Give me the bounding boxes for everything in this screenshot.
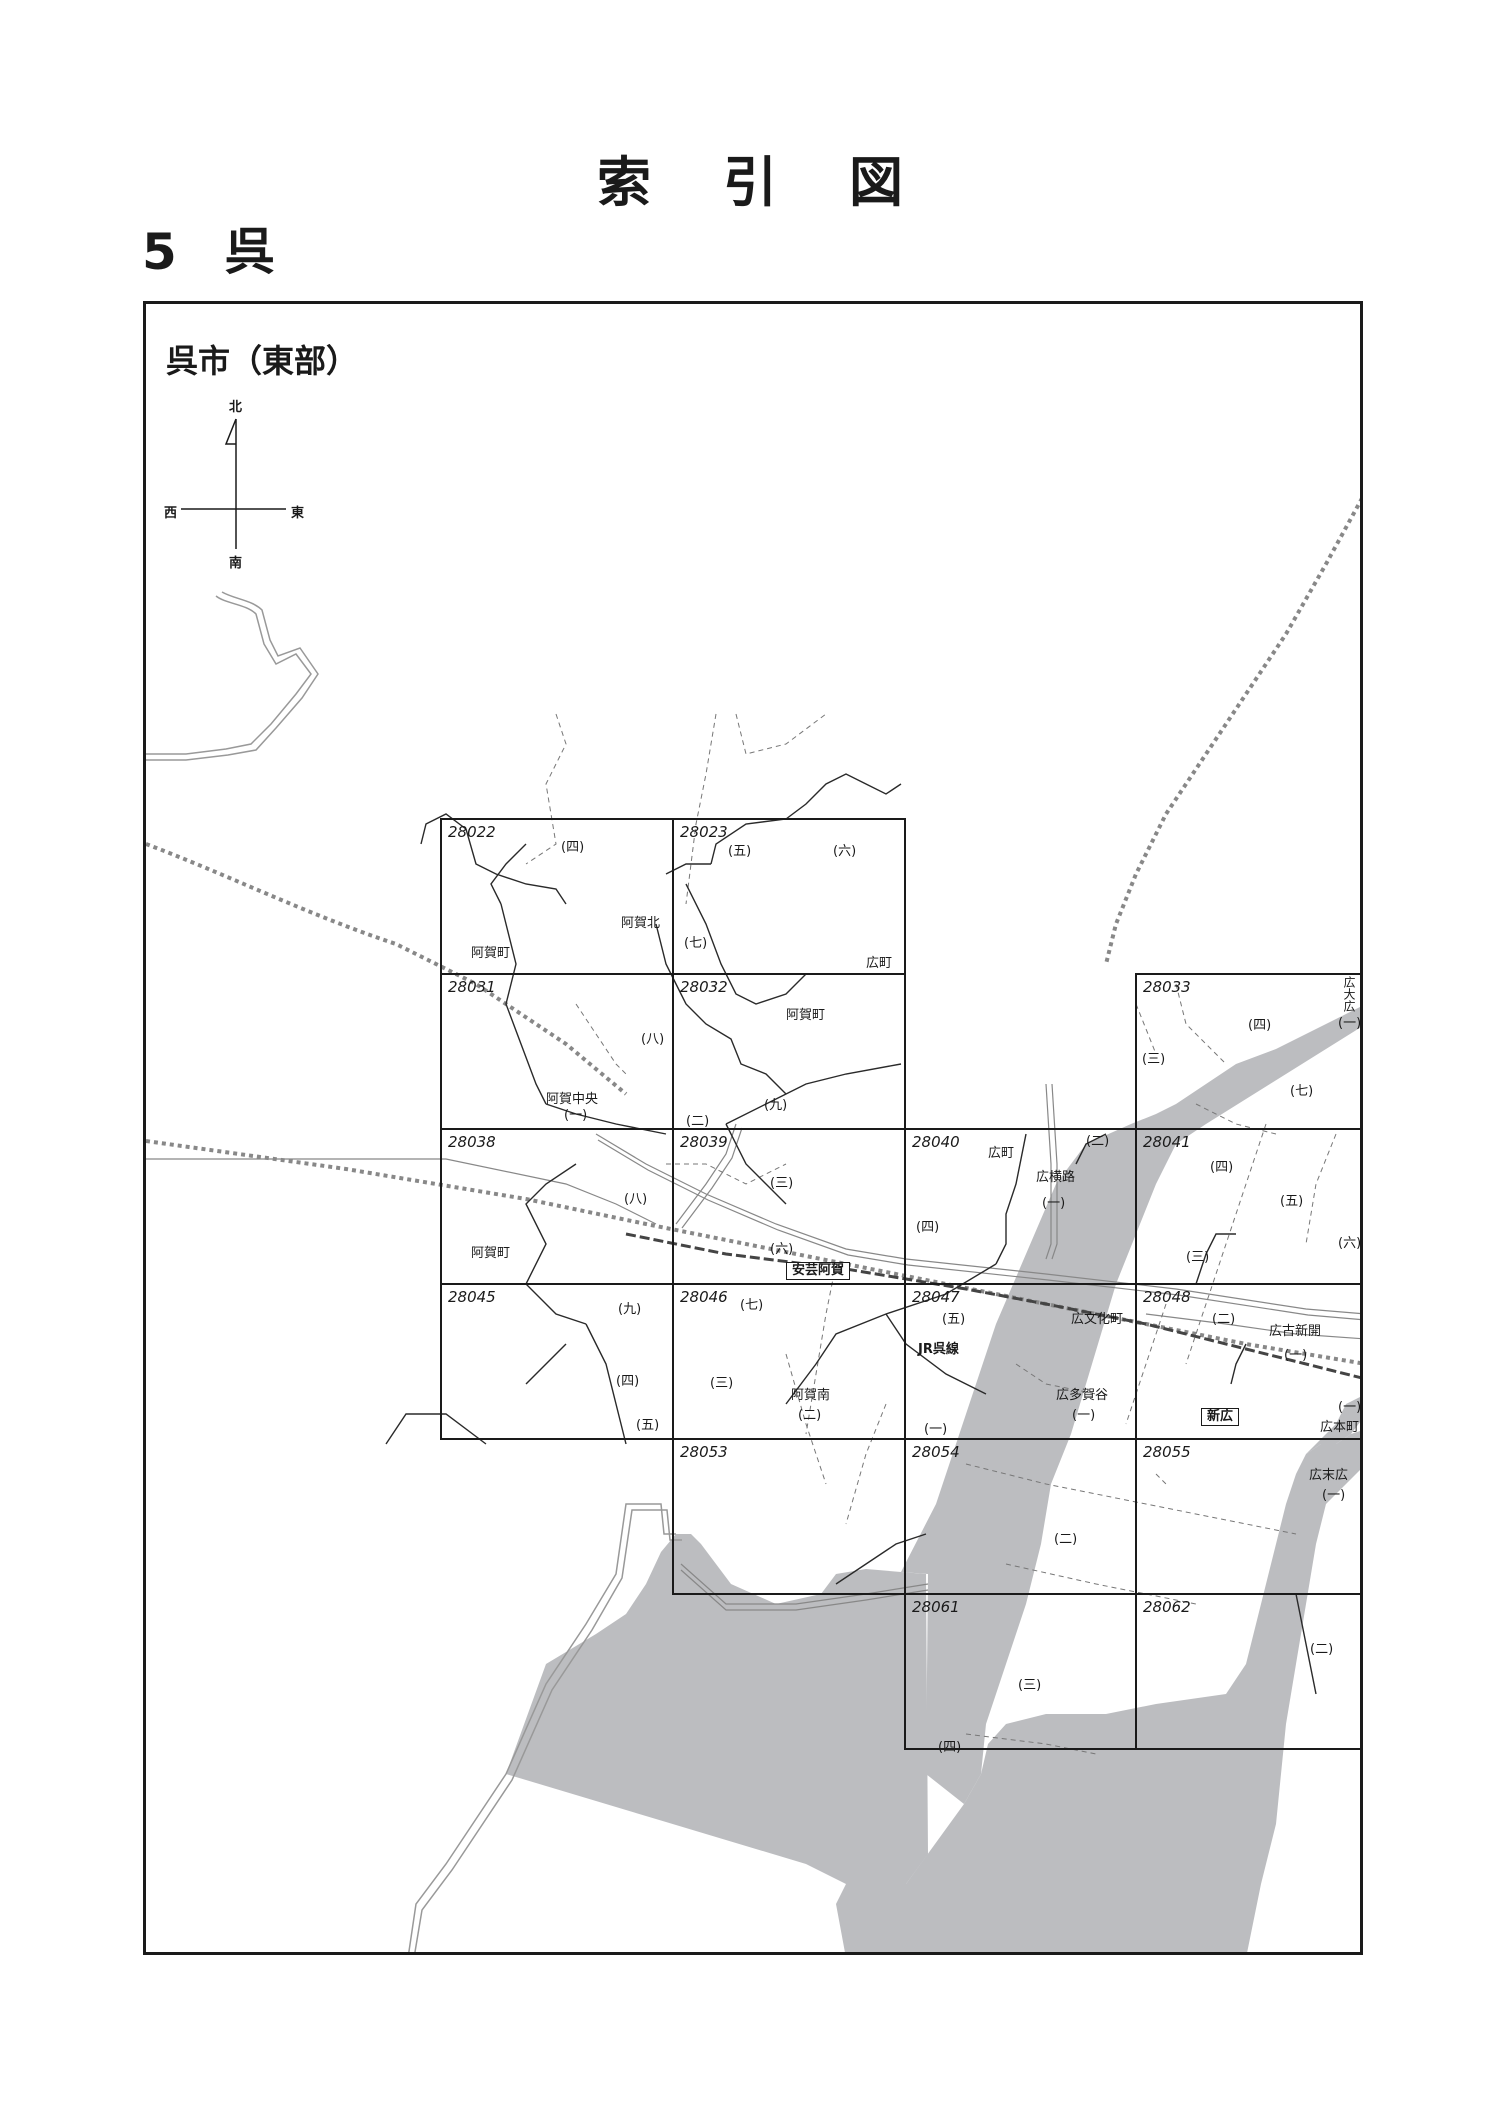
roads — [146, 1083, 1360, 1611]
place-label: 広多賀谷 — [1056, 1388, 1109, 1403]
place-label: 広大広 — [1342, 976, 1356, 1012]
block-number: (五) — [1280, 1194, 1304, 1209]
place-label: (二) — [798, 1408, 822, 1423]
town-boundaries — [525, 713, 1337, 1755]
index-grid — [440, 818, 1360, 1750]
compass-rose — [181, 418, 286, 549]
place-label: (一) — [1072, 1408, 1096, 1423]
compass-south: 南 — [229, 556, 243, 571]
place-label: 広横路 — [1036, 1170, 1076, 1185]
coastline — [146, 591, 682, 1952]
index-map: 呉市（東部） 北 南 東 西 28022 28023 28031 28032 2… — [143, 301, 1363, 1955]
place-label: 広末広 — [1309, 1468, 1349, 1483]
cell-code[interactable]: 28045 — [448, 1288, 496, 1306]
block-number: (六) — [833, 844, 857, 859]
place-label: (一) — [1338, 1016, 1362, 1031]
block-number: (九) — [764, 1098, 788, 1113]
block-number: (八) — [641, 1032, 665, 1047]
block-number: (七) — [1290, 1084, 1314, 1099]
place-label: (一) — [1042, 1196, 1066, 1211]
place-label: 広町 — [988, 1146, 1015, 1161]
place-label: 広本町 — [1320, 1420, 1360, 1435]
block-number: (三) — [1186, 1250, 1210, 1265]
block-number: (四) — [916, 1220, 940, 1235]
compass-west: 西 — [164, 506, 178, 521]
cell-code[interactable]: 28047 — [912, 1288, 960, 1306]
compass-east: 東 — [291, 506, 305, 521]
block-number: (四) — [561, 840, 585, 855]
cell-code[interactable]: 28032 — [680, 978, 728, 996]
place-label: 広文化町 — [1071, 1312, 1124, 1327]
cell-code[interactable]: 28041 — [1143, 1133, 1191, 1151]
place-label: (一) — [564, 1108, 588, 1123]
block-number: (四) — [1210, 1160, 1234, 1175]
place-label: 阿賀北 — [621, 916, 661, 931]
block-number: (三) — [710, 1376, 734, 1391]
rail-line-label: JR呉線 — [918, 1342, 959, 1357]
block-number: (四) — [616, 1374, 640, 1389]
block-number: (三) — [1142, 1052, 1166, 1067]
area-title: 呉市（東部） — [166, 342, 359, 380]
cell-code[interactable]: 28062 — [1143, 1598, 1191, 1616]
block-number: (二) — [1212, 1312, 1236, 1327]
block-number: (四) — [938, 1740, 962, 1755]
block-number: (二) — [686, 1114, 710, 1129]
cell-code[interactable]: 28053 — [680, 1443, 728, 1461]
block-number: (六) — [1338, 1236, 1362, 1251]
block-number: (三) — [1018, 1678, 1042, 1693]
district-boundaries — [385, 773, 1317, 1695]
block-number: (七) — [684, 936, 708, 951]
block-number: (五) — [942, 1312, 966, 1327]
block-number: (六) — [770, 1242, 794, 1257]
page-title: 索引図 — [597, 151, 975, 214]
section-number: 5 — [142, 223, 177, 281]
place-label: 阿賀南 — [791, 1388, 831, 1403]
cell-code[interactable]: 28040 — [912, 1133, 960, 1151]
cell-code[interactable]: 28023 — [680, 823, 728, 841]
map-base — [146, 418, 1360, 1952]
cell-code[interactable]: 28061 — [912, 1598, 960, 1616]
block-number: (二) — [1054, 1532, 1078, 1547]
place-label: 阿賀町 — [471, 1246, 511, 1261]
place-label: 広古新開 — [1269, 1324, 1322, 1339]
sea-area — [506, 1007, 1360, 1952]
place-label: 阿賀町 — [786, 1008, 826, 1023]
block-number: (一) — [1338, 1400, 1362, 1415]
place-label: 阿賀町 — [471, 946, 511, 961]
place-label: (一) — [1322, 1488, 1346, 1503]
station-label: 安芸阿賀 — [786, 1262, 851, 1280]
cell-code[interactable]: 28031 — [448, 978, 496, 996]
cell-code[interactable]: 28033 — [1143, 978, 1191, 996]
block-number: (五) — [728, 844, 752, 859]
cell-code[interactable]: 28039 — [680, 1133, 728, 1151]
block-number: (一) — [924, 1422, 948, 1437]
cell-code[interactable]: 28038 — [448, 1133, 496, 1151]
block-number: (二) — [1086, 1134, 1110, 1149]
section-name: 呉 — [224, 223, 275, 281]
cell-code[interactable]: 28055 — [1143, 1443, 1191, 1461]
jr-line — [625, 1232, 1360, 1380]
place-label: (一) — [1284, 1348, 1308, 1363]
cell-code[interactable]: 28054 — [912, 1443, 960, 1461]
block-number: (四) — [1248, 1018, 1272, 1033]
cell-code[interactable]: 28046 — [680, 1288, 728, 1306]
compass-north: 北 — [229, 400, 243, 415]
station-label: 新広 — [1201, 1408, 1240, 1426]
block-number: (二) — [1310, 1642, 1334, 1657]
block-number: (七) — [740, 1298, 764, 1313]
block-number: (八) — [624, 1192, 648, 1207]
cell-code[interactable]: 28022 — [448, 823, 496, 841]
block-number: (九) — [618, 1302, 642, 1317]
place-label: 阿賀中央 — [546, 1092, 599, 1107]
railways — [146, 497, 1360, 1366]
block-number: (三) — [770, 1176, 794, 1191]
cell-code[interactable]: 28048 — [1143, 1288, 1191, 1306]
place-label: 広町 — [866, 956, 893, 971]
block-number: (五) — [636, 1418, 660, 1433]
